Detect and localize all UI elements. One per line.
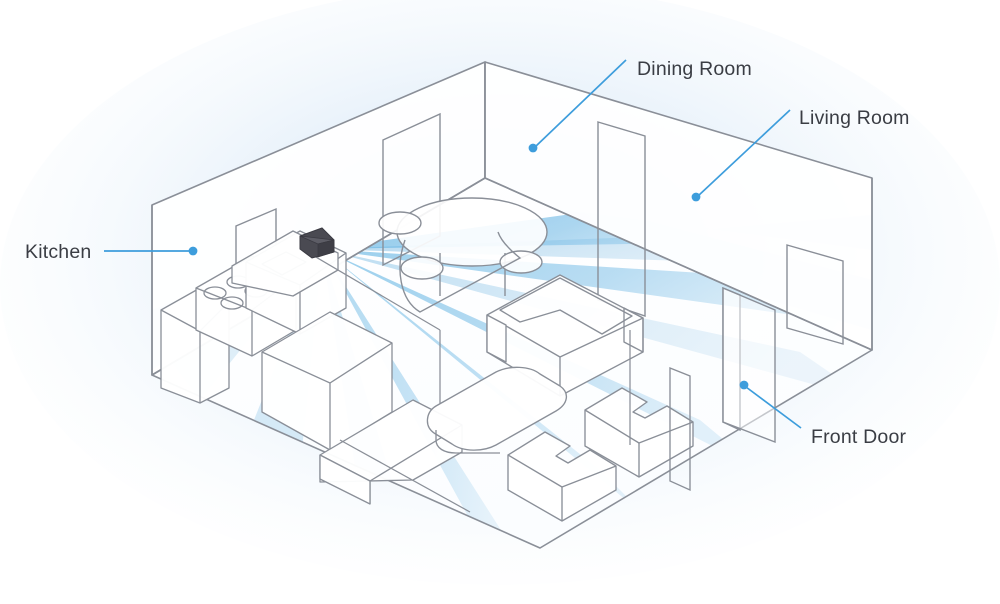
dining-area: [378, 197, 548, 313]
dining-chair-2: [499, 250, 543, 274]
callout-dot: [739, 380, 749, 390]
armchair-left: [507, 431, 617, 522]
callout-line: [745, 386, 802, 429]
living-room-furniture: [426, 274, 694, 522]
openings-right-wall: [597, 121, 844, 345]
callout-dot: [528, 143, 538, 153]
callout-dot: [691, 192, 701, 202]
front-door-panel: [722, 286, 776, 444]
label-front-door: Front Door: [811, 426, 907, 448]
entry-wall-stub: [669, 367, 691, 492]
dining-table-base: [399, 231, 522, 313]
callout-line: [534, 59, 627, 148]
floor-partitions: [308, 252, 631, 513]
label-dining-room: Dining Room: [637, 58, 752, 80]
label-kitchen: Kitchen: [25, 241, 91, 263]
sofa: [486, 274, 644, 397]
label-living-room: Living Room: [799, 107, 910, 129]
console-bench: [319, 399, 463, 505]
callout-kitchen[interactable]: Kitchen: [25, 241, 198, 263]
callout-line: [697, 109, 791, 197]
armchair-right: [584, 387, 694, 478]
callout-dining-room[interactable]: Dining Room: [528, 58, 752, 153]
dining-chair-1: [400, 256, 444, 280]
back-wall-doorway-right: [597, 121, 646, 317]
coffee-table: [426, 366, 567, 454]
callout-front-door[interactable]: Front Door: [739, 380, 907, 448]
dining-chair-3: [378, 211, 422, 235]
callout-dot: [188, 246, 198, 256]
kitchen-area: [160, 230, 463, 505]
callout-living-room[interactable]: Living Room: [691, 107, 910, 202]
motion-sensor[interactable]: [299, 227, 335, 259]
right-wall-window: [786, 244, 844, 345]
partition-floor-edge: [339, 439, 471, 513]
callouts: Kitchen Dining Room Living Room Front Do…: [25, 58, 910, 448]
partition-kitchen-dining: [308, 252, 441, 331]
